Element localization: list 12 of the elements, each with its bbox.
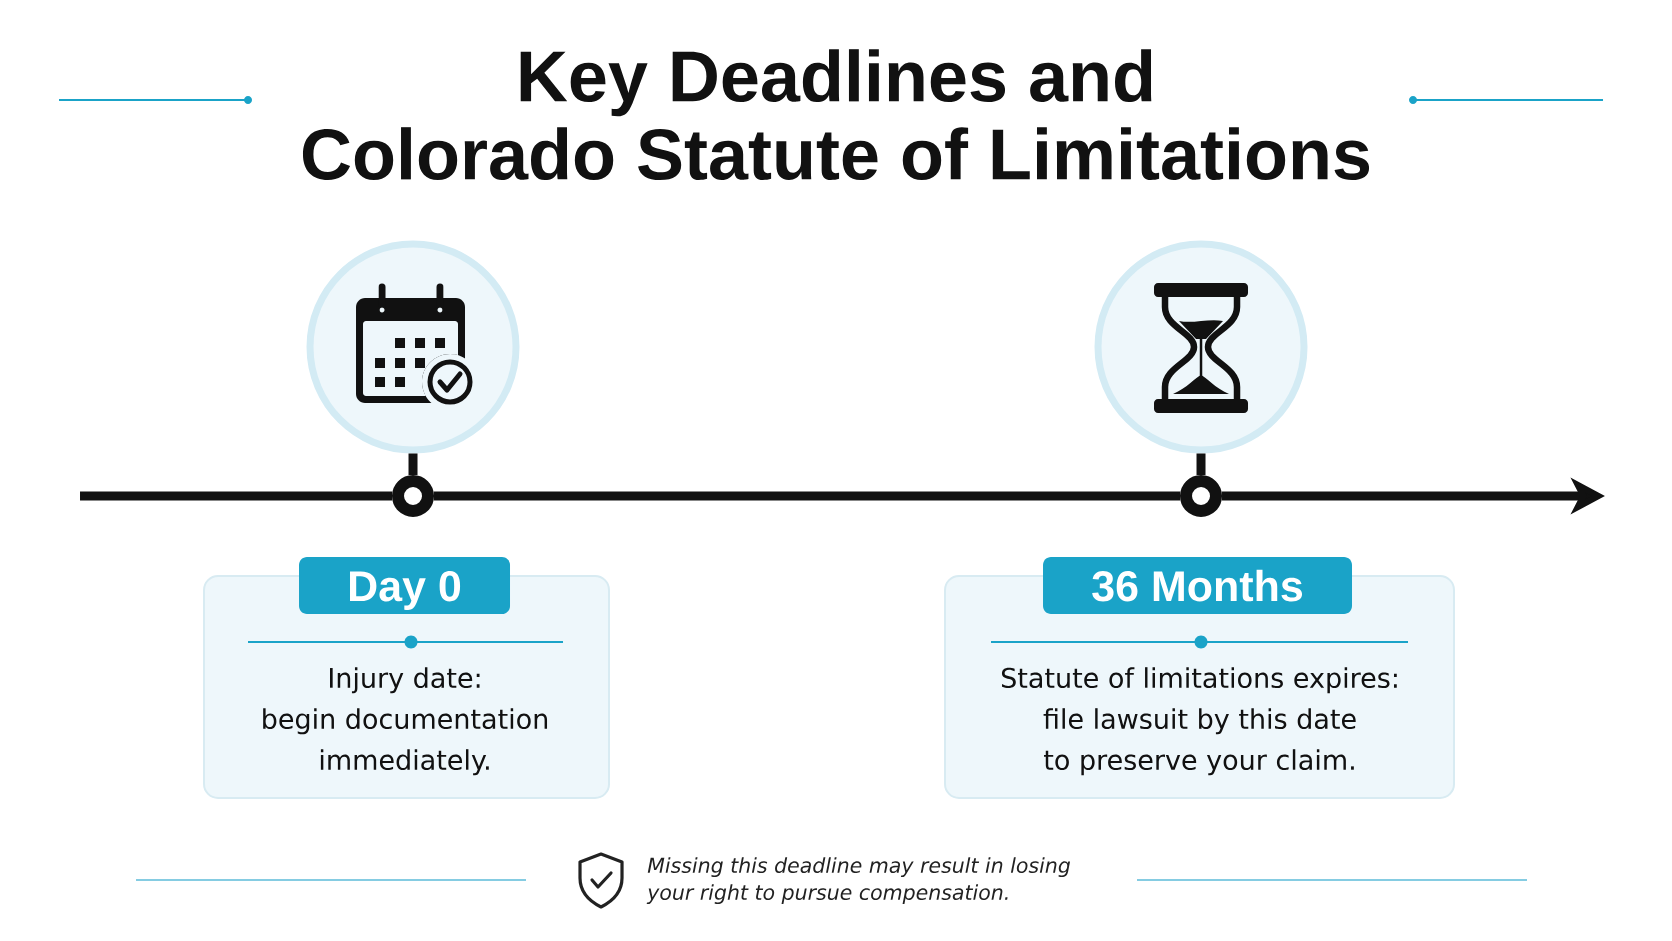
title: Key Deadlines and Colorado Statute of Limitations — [302, 49, 1370, 181]
note-text: Missing this deadline may result in losing your right to pursue compensation. — [646, 857, 1071, 905]
timeline-marker — [1180, 475, 1222, 517]
connector-line — [408, 453, 418, 475]
timeline-line — [434, 491, 1180, 501]
heading-badge: Day 0 — [299, 557, 510, 614]
body-text: Statute of limitations expires: file lawsuit by this date to preserve your claim. — [1001, 667, 1397, 776]
timeline-line — [80, 491, 392, 501]
timeline-marker — [392, 475, 434, 517]
heading-badge: 36 Months — [1043, 557, 1352, 614]
connector-line — [1196, 453, 1206, 475]
body-text: Injury date: begin documentation immediately. — [263, 667, 548, 776]
